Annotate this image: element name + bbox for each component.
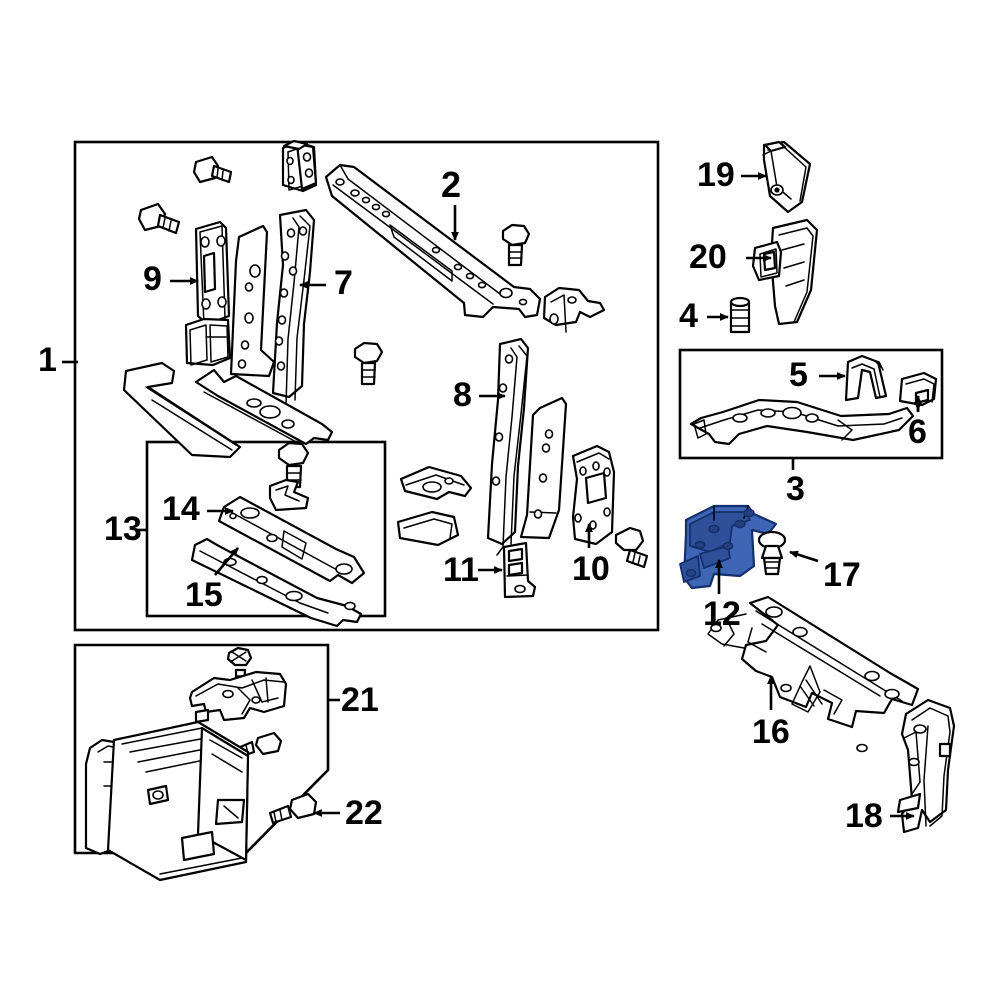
bolt-icon-e bbox=[614, 526, 649, 569]
part-3-lower-crossmember bbox=[689, 398, 915, 446]
callout-label-19: 19 bbox=[697, 156, 735, 194]
callout-label-15: 15 bbox=[185, 576, 223, 614]
callout-label-21: 21 bbox=[341, 681, 379, 719]
callout-label-9: 9 bbox=[143, 260, 162, 298]
bolt-icon-c bbox=[501, 223, 531, 267]
callout-label-11: 11 bbox=[443, 551, 479, 589]
part-5-clip-bracket bbox=[844, 354, 888, 402]
part-10-right-mounting-plate bbox=[571, 444, 616, 546]
right-angle-bracket bbox=[542, 286, 606, 333]
bolt-icon-b bbox=[137, 202, 181, 235]
bolt-icon-a bbox=[192, 155, 233, 184]
part-9-left-upper-bracket bbox=[194, 220, 231, 326]
part-2-upper-tie-bar bbox=[324, 163, 542, 319]
callout-label-4: 4 bbox=[679, 297, 698, 335]
callout-label-1: 1 bbox=[38, 341, 57, 379]
small-bracket-under-9 bbox=[184, 317, 232, 367]
part-19-upper-side-bracket bbox=[762, 140, 812, 214]
hinge-bracket-top bbox=[281, 139, 318, 193]
callout-label-6: 6 bbox=[908, 413, 927, 451]
part-15-lower-reinforcement bbox=[190, 537, 363, 628]
group-box-3 bbox=[678, 348, 944, 460]
part-20-side-seal-bracket bbox=[751, 218, 819, 326]
part-8-right-side-support-pillar bbox=[486, 337, 530, 556]
flat-piece-left-a bbox=[399, 465, 473, 501]
part-12-highlighted-mounting-bracket bbox=[679, 504, 778, 590]
part-4-rubber-cushion bbox=[729, 296, 751, 334]
clip-piece-13 bbox=[268, 478, 310, 512]
part-18-side-bracket bbox=[896, 698, 956, 834]
callout-label-20: 20 bbox=[689, 238, 727, 276]
part-11-small-bracket bbox=[502, 541, 537, 599]
callout-label-18: 18 bbox=[845, 797, 883, 835]
callout-label-3: 3 bbox=[786, 470, 805, 508]
callout-label-13: 13 bbox=[104, 510, 142, 548]
callout-label-10: 10 bbox=[572, 550, 610, 588]
part-16-lower-radiator-support bbox=[707, 595, 920, 753]
callout-label-22: 22 bbox=[345, 794, 383, 832]
callout-label-12: 12 bbox=[703, 595, 741, 633]
callout-label-5: 5 bbox=[789, 356, 808, 394]
bolt-icon-d bbox=[353, 341, 384, 386]
callout-label-17: 17 bbox=[823, 556, 861, 594]
part-6-retainer-clip bbox=[898, 371, 938, 407]
center-panel-piece bbox=[229, 224, 276, 378]
group-box-1 bbox=[73, 140, 660, 632]
callout-leaders bbox=[62, 172, 922, 820]
callout-label-2: 2 bbox=[441, 164, 462, 205]
flat-piece-left-b bbox=[396, 510, 460, 547]
long-flat-piece-left bbox=[122, 361, 242, 459]
part-7-left-side-support-pillar bbox=[271, 208, 316, 412]
callout-label-16: 16 bbox=[752, 713, 790, 751]
part-17-push-pin-clip bbox=[757, 530, 787, 576]
part-21-cruise-control-sensor-bracket bbox=[188, 670, 288, 724]
part-22-sensor-mounting-bolt bbox=[268, 792, 318, 825]
part-21-sensor-module bbox=[84, 720, 250, 882]
long-flat-piece-right bbox=[194, 368, 334, 446]
callout-label-7: 7 bbox=[334, 264, 353, 302]
right-panel-piece bbox=[519, 396, 568, 540]
part-14-lower-tie-bar bbox=[217, 495, 366, 585]
callout-label-14: 14 bbox=[162, 490, 200, 528]
callout-label-8: 8 bbox=[453, 376, 472, 414]
